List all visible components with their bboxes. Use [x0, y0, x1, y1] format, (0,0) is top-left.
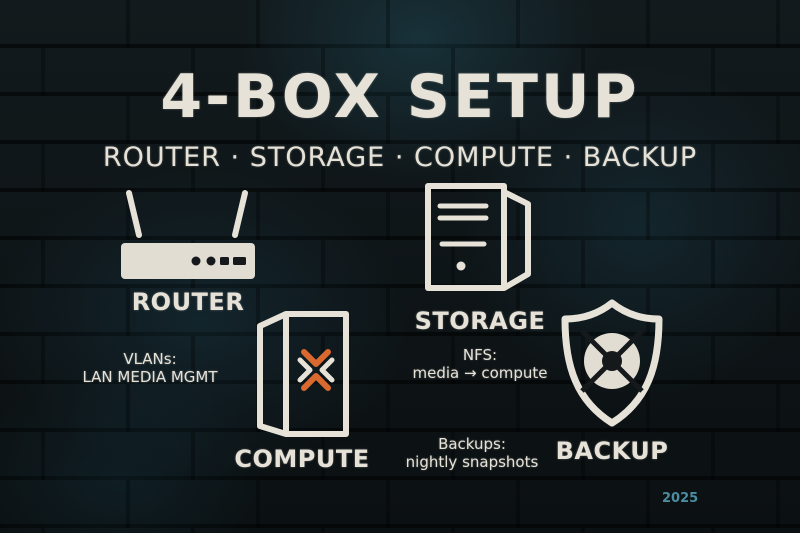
router-label: ROUTER	[131, 288, 245, 316]
compute-label: COMPUTE	[234, 445, 370, 473]
server-tower-icon	[425, 183, 531, 291]
vlans-note: VLANs: LAN MEDIA MGMT	[70, 350, 230, 386]
storage-label: STORAGE	[414, 307, 546, 335]
year-label: 2025	[662, 491, 699, 506]
vlans-body: LAN MEDIA MGMT	[82, 368, 218, 386]
page-title: 4-BOX SETUP	[160, 62, 640, 132]
nfs-heading: NFS:	[462, 346, 498, 364]
backups-heading: Backups:	[438, 435, 506, 453]
backups-note: Backups: nightly snapshots	[392, 435, 552, 471]
backup-label: BACKUP	[555, 437, 669, 465]
compute-tower-x-icon	[257, 311, 349, 437]
backups-body: nightly snapshots	[405, 453, 539, 471]
nfs-note: NFS: media → compute	[400, 346, 560, 382]
router-icon	[121, 190, 255, 279]
shield-lifebuoy-icon	[561, 299, 663, 427]
vlans-heading: VLANs:	[123, 350, 177, 368]
nfs-body: media → compute	[412, 364, 548, 382]
subtitle: ROUTER · STORAGE · COMPUTE · BACKUP	[102, 142, 698, 173]
